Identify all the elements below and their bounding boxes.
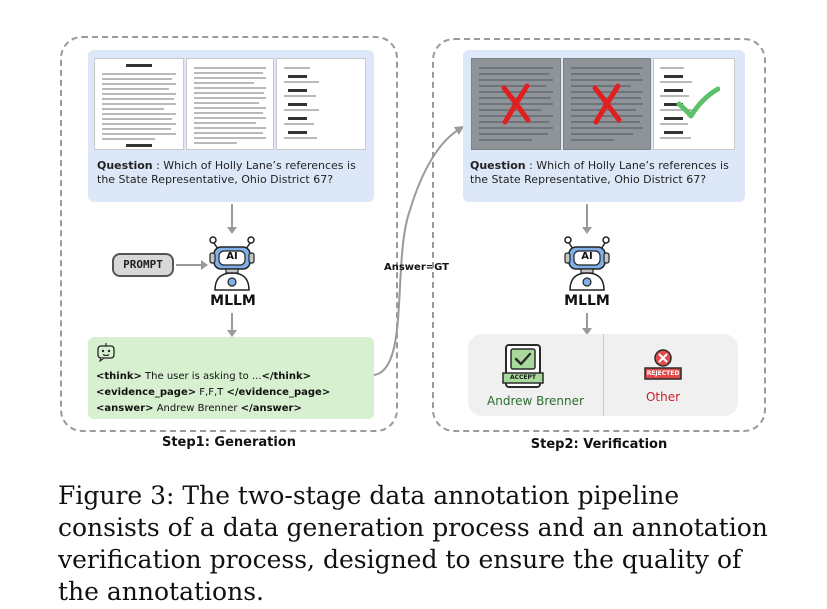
generation-panel — [60, 36, 398, 432]
arrow-question-to-verifier — [582, 204, 592, 234]
think-line: <think> The user is asking to ...</think… — [96, 371, 312, 382]
question-label: Question — [470, 159, 526, 172]
accepted-answer: Andrew Brenner — [487, 394, 584, 408]
connector-arrow — [373, 126, 464, 376]
verification-panel — [432, 38, 766, 432]
generation-question-box: Question : Which of Holly Lane’s referen… — [88, 50, 374, 202]
verification-model-label: MLLM — [564, 293, 610, 309]
rejected-page-2 — [563, 58, 651, 150]
accepted-page-3 — [653, 58, 735, 150]
arrow-prompt-to-model — [176, 260, 208, 270]
document-page-1 — [94, 58, 184, 150]
document-page-3 — [276, 58, 366, 150]
verification-result-box: ACCEPT Andrew Brenner REJECTED Other — [468, 334, 738, 416]
model-icon-text: AI — [226, 251, 238, 262]
connector-label: Answer=GT — [384, 262, 449, 273]
check-mark-icon — [676, 86, 720, 119]
rejected-stamp-text: REJECTED — [646, 370, 680, 377]
arrow-model-to-output — [227, 313, 237, 337]
cross-mark-icon — [592, 83, 622, 125]
step1-label: Step1: Generation — [161, 435, 297, 450]
evidence-line: <evidence_page> F,F,T </evidence_page> — [96, 387, 331, 398]
arrow-question-to-model — [227, 204, 237, 234]
generation-model-label: MLLM — [210, 293, 256, 309]
generation-question-text: Question : Which of Holly Lane’s referen… — [97, 159, 356, 186]
document-page-2 — [186, 58, 274, 150]
question-label: Question — [97, 159, 153, 172]
chatbot-icon — [97, 343, 115, 362]
accept-stamp-text: ACCEPT — [509, 374, 537, 381]
rejected-page-1 — [471, 58, 561, 150]
generation-output-box: <think> The user is asking to ...</think… — [88, 337, 374, 419]
result-divider — [603, 334, 604, 416]
rejected-answer: Other — [645, 390, 681, 404]
model-icon-text: AI — [581, 251, 593, 262]
figure-caption: Figure 3: The two-stage data annotation … — [58, 481, 768, 606]
cross-mark-icon — [501, 83, 531, 125]
verification-question-text: Question : Which of Holly Lane’s referen… — [470, 159, 729, 186]
prompt-tag: PROMPT — [112, 253, 174, 277]
rejected-stamp-icon — [644, 349, 682, 380]
step2-label: Step2: Verification — [530, 437, 668, 452]
answer-line: <answer> Andrew Brenner </answer> — [96, 403, 302, 414]
verification-question-box: Question : Which of Holly Lane’s referen… — [463, 50, 745, 202]
accept-stamp-icon — [502, 344, 544, 388]
arrow-verifier-to-result — [582, 313, 592, 335]
robot-icon — [564, 236, 610, 291]
robot-icon — [209, 236, 255, 291]
